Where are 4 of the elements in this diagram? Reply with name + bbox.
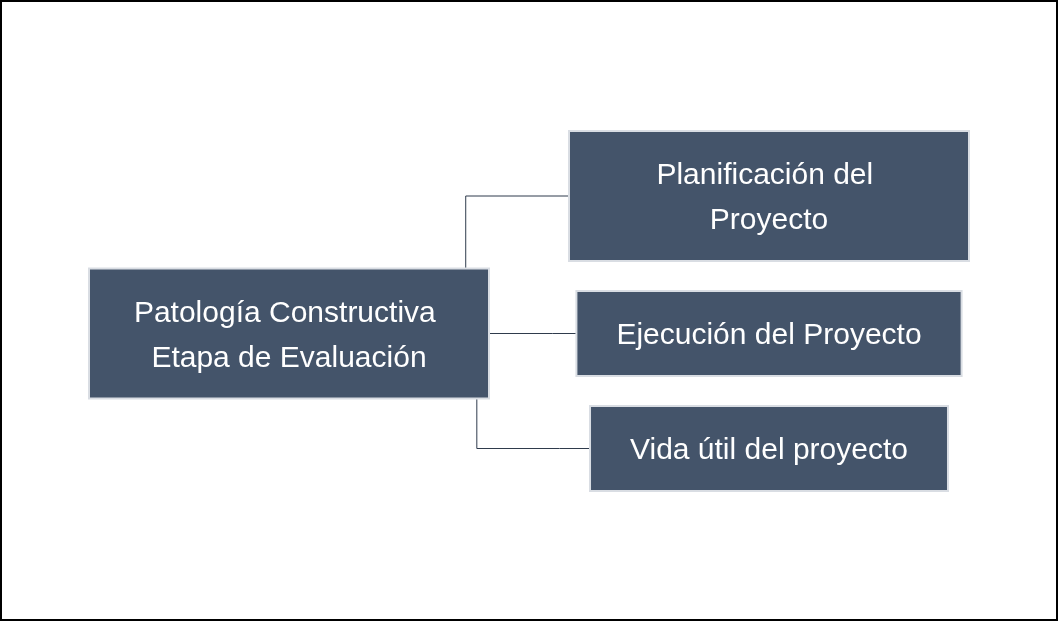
node-box: Patología Constructiva Etapa de Evaluación	[88, 267, 490, 399]
node-box: Vida útil del proyecto	[589, 404, 949, 492]
node-box: Ejecución del Proyecto	[575, 289, 963, 377]
node-box: Planificación del Proyecto	[568, 129, 970, 262]
